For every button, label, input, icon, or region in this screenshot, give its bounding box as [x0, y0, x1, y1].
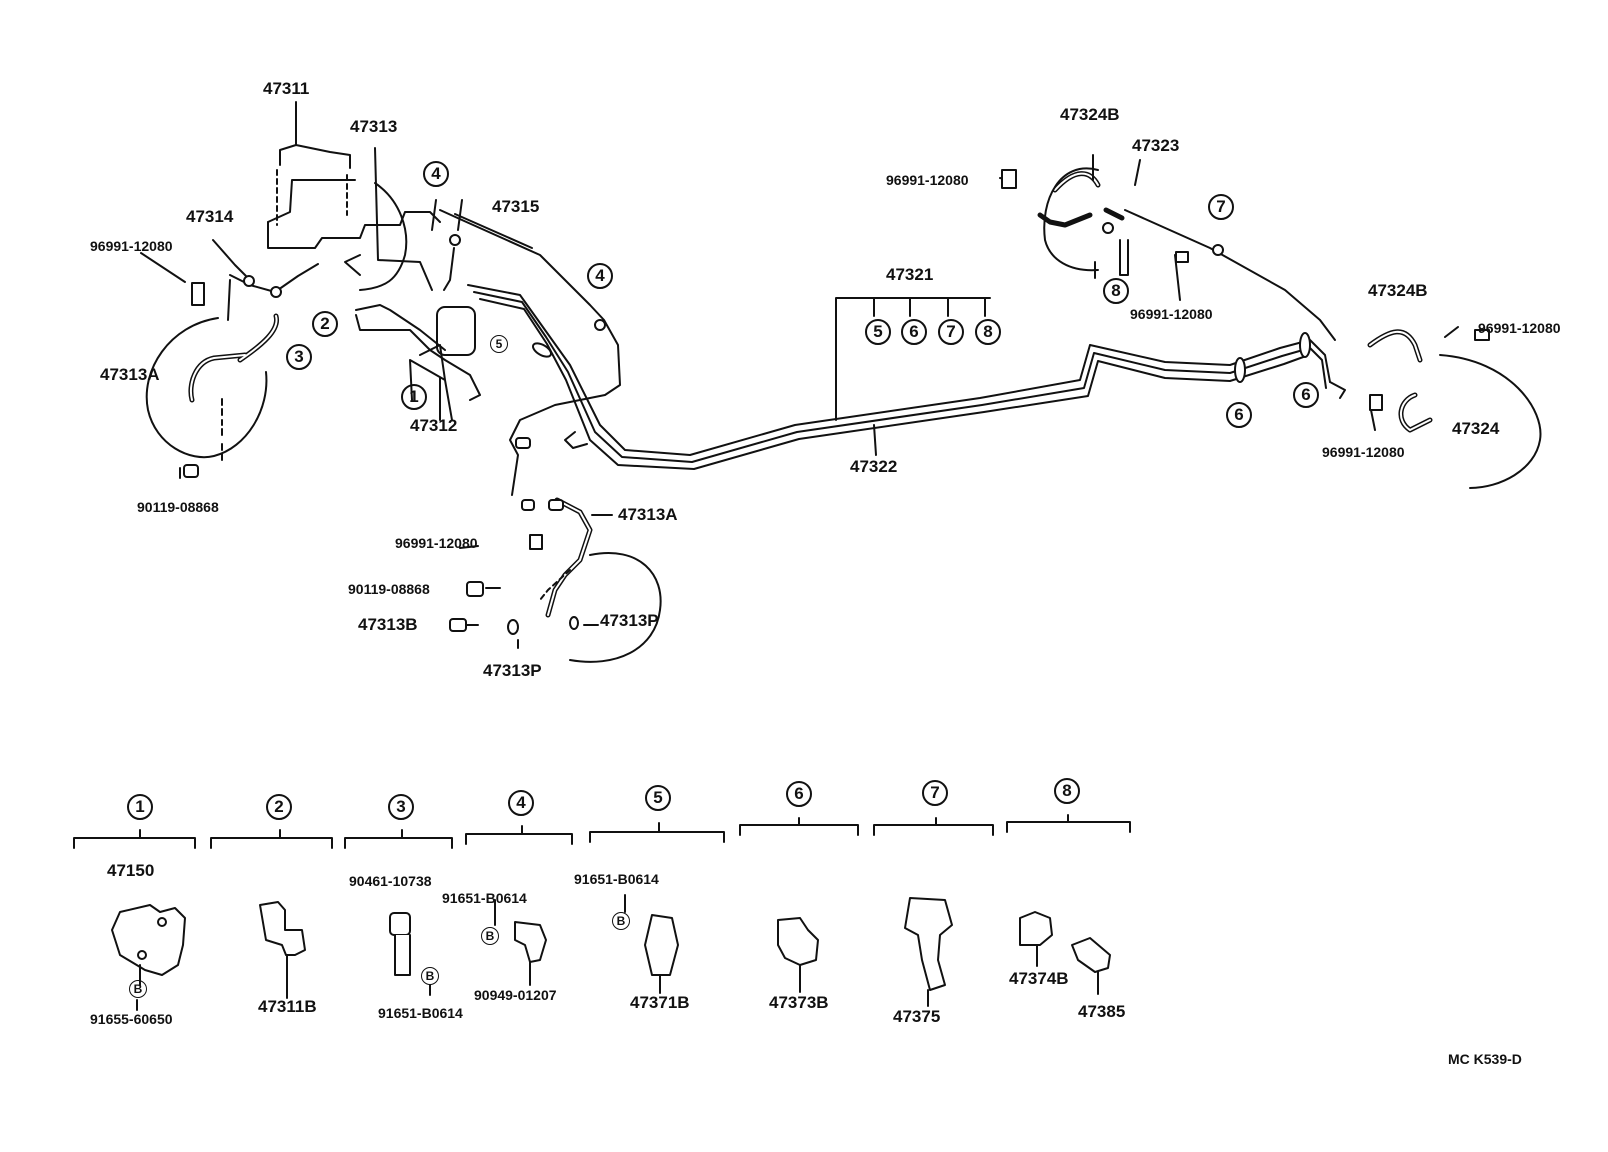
group3-91651-B0614: 91651-B0614: [378, 1005, 463, 1021]
label-47312: 47312: [410, 416, 458, 435]
left-brake-hose: [188, 313, 280, 403]
group-3-marker: 3: [388, 794, 414, 820]
pipe-47313: [374, 147, 433, 291]
right-lower-brake-disc: [1439, 354, 1542, 489]
group2-47311B: 47311B: [258, 997, 317, 1016]
label-90119-08868-b: 90119-08868: [348, 581, 430, 597]
callout-7: 7: [938, 319, 964, 345]
label-47313P-b: 47313P: [483, 661, 542, 680]
pipe-47311: [279, 101, 351, 169]
label-47313A-mid: 47313A: [618, 505, 678, 524]
label-47313A-left: 47313A: [100, 365, 160, 384]
label-96991-12080-e: 96991-12080: [1478, 320, 1561, 336]
callout-1: 1: [401, 384, 427, 410]
callout-4-b: 4: [587, 263, 613, 289]
group4-91651-B0614: 91651-B0614: [442, 890, 527, 906]
group5-47371B: 47371B: [630, 993, 690, 1012]
callout-8-right: 8: [1103, 278, 1129, 304]
group7-47375: 47375: [893, 1007, 941, 1026]
callout-6-right-a: 6: [1226, 402, 1252, 428]
label-47324: 47324: [1452, 419, 1500, 438]
label-47313B: 47313B: [358, 615, 418, 634]
diagram-code: MC K539-D: [1448, 1051, 1522, 1067]
label-47323: 47323: [1132, 136, 1180, 155]
legend-brackets: [73, 814, 1131, 849]
group3-90461-10738: 90461-10738: [349, 873, 432, 889]
label-96991-12080-c: 96991-12080: [886, 172, 969, 188]
group-4-marker: 4: [508, 790, 534, 816]
pipe-47312: [355, 314, 481, 401]
group1-91655-60650: 91655-60650: [90, 1011, 173, 1027]
label-47314: 47314: [186, 207, 234, 226]
mid-brake-disc: [569, 552, 662, 663]
left-brake-disc: [145, 317, 268, 459]
group5-bolt-marker: B: [612, 912, 630, 930]
callout-6: 6: [901, 319, 927, 345]
label-96991-12080-d: 96991-12080: [1130, 306, 1213, 322]
label-47324B-right: 47324B: [1368, 281, 1428, 300]
callout-7-right: 7: [1208, 194, 1234, 220]
group4-90949-01207: 90949-01207: [474, 987, 557, 1003]
group5-91651-B0614: 91651-B0614: [574, 871, 659, 887]
group1-bolt-marker: B: [129, 980, 147, 998]
group1-47150: 47150: [107, 861, 155, 880]
master-cylinder: [267, 211, 441, 249]
group8-47374B: 47374B: [1009, 969, 1069, 988]
callout-5-small: 5: [490, 335, 508, 353]
pipe-47315: [439, 209, 621, 496]
group-7-marker: 7: [922, 780, 948, 806]
group4-bolt-marker: B: [481, 927, 499, 945]
group8-47385: 47385: [1078, 1002, 1126, 1021]
group3-bolt-marker: B: [421, 967, 439, 985]
callout-3: 3: [286, 344, 312, 370]
right-top-brake-disc: [1043, 167, 1099, 272]
group-5-marker: 5: [645, 785, 671, 811]
pipe-47323: [1124, 209, 1336, 341]
label-47313P-a: 47313P: [600, 611, 659, 630]
label-90119-08868-a: 90119-08868: [137, 499, 219, 515]
label-96991-12080-b: 96991-12080: [395, 535, 478, 551]
label-47313: 47313: [350, 117, 398, 136]
main-pipe-bundle: [467, 284, 1331, 470]
label-47321: 47321: [886, 265, 934, 284]
label-47311: 47311: [263, 79, 310, 98]
label-47315: 47315: [492, 197, 540, 216]
callout-4-a: 4: [423, 161, 449, 187]
group-8-marker: 8: [1054, 778, 1080, 804]
label-96991-12080-a: 96991-12080: [90, 238, 173, 254]
group-2-marker: 2: [266, 794, 292, 820]
group6-47373B: 47373B: [769, 993, 829, 1012]
callout-5: 5: [865, 319, 891, 345]
label-96991-12080-f: 96991-12080: [1322, 444, 1405, 460]
callout-6-right-b: 6: [1293, 382, 1319, 408]
callout-8: 8: [975, 319, 1001, 345]
legend-parts: [111, 897, 1111, 991]
label-47324B-top: 47324B: [1060, 105, 1120, 124]
bracket-47321: [835, 297, 991, 421]
pipe-47314: [212, 239, 319, 321]
proportioning-valve: [436, 306, 476, 356]
label-47322: 47322: [850, 457, 898, 476]
callout-2: 2: [312, 311, 338, 337]
group-1-marker: 1: [127, 794, 153, 820]
group-6-marker: 6: [786, 781, 812, 807]
